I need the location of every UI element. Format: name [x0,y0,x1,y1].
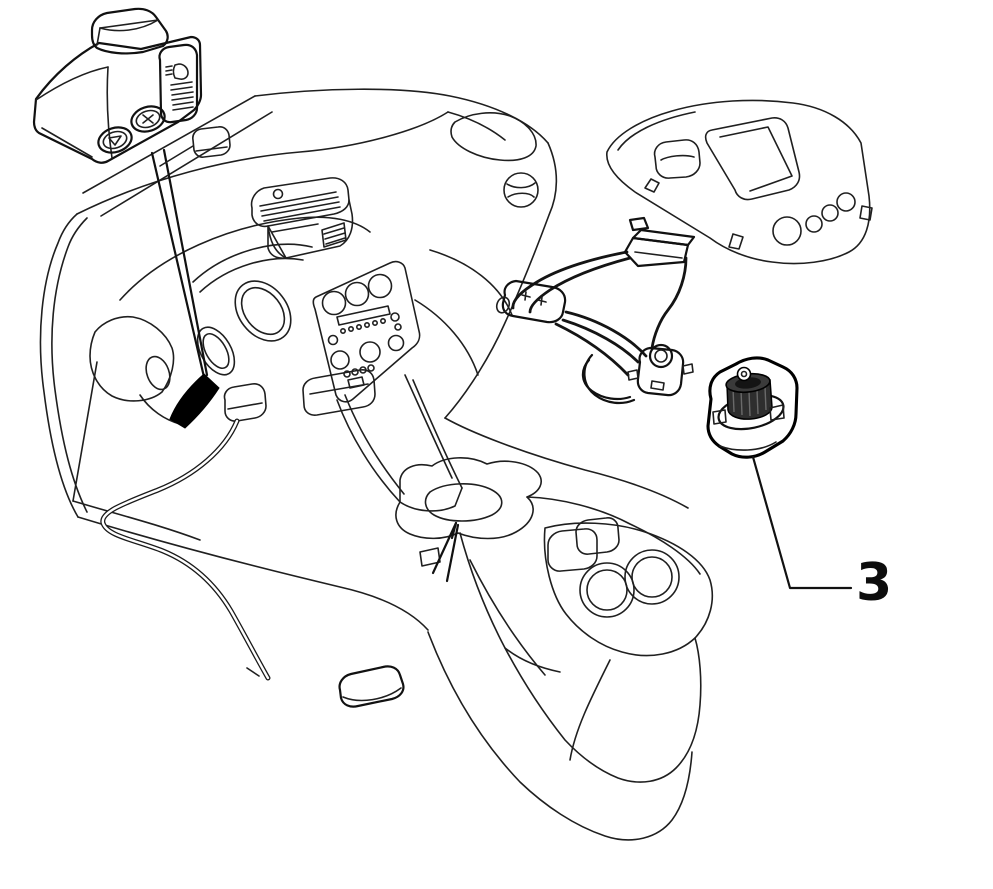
bezel-button-holes [772,192,856,246]
small-plug-top [159,126,231,167]
dash-round-vent-ring [234,280,292,342]
cable-connector-b [338,665,405,708]
fog-button-rear [97,126,133,154]
harness-micro-switch [627,343,694,397]
defroster-vent [450,112,537,162]
center-console [395,417,714,841]
leveling-thumbwheel [158,43,199,124]
callout-leader-line [751,455,853,590]
dashboard [39,88,558,631]
cable-wire [100,418,271,681]
callout-label: 3 [856,553,892,613]
cable-connector-a [223,383,267,422]
windshield-line-inner [100,111,273,217]
black-arrowhead [169,373,220,429]
panel-connector-block [90,7,169,55]
headlamp-leveling-icon [165,63,189,80]
bezel-left-opening [653,139,701,179]
bezel-center-opening [704,117,801,201]
wiring-harness [495,216,696,405]
switch-post [736,366,752,382]
harness-connector-top [623,216,696,268]
dash-cable [100,126,405,708]
cup-holders [579,549,680,618]
fog-button-front [130,105,166,133]
round-air-vent [503,172,539,208]
harness-connector-left [495,279,567,324]
callout-3: 3 [751,455,892,613]
windshield-line [82,95,256,194]
headlamp-switch-panel [32,7,203,164]
rotary-switch [706,356,799,459]
trim-bezel [606,99,873,265]
console-arrow [431,521,460,583]
location-arrow [150,148,220,429]
side-air-vent [89,315,175,402]
radio-stack [312,260,421,403]
column-shroud [145,355,171,391]
dash-tray [302,369,376,416]
